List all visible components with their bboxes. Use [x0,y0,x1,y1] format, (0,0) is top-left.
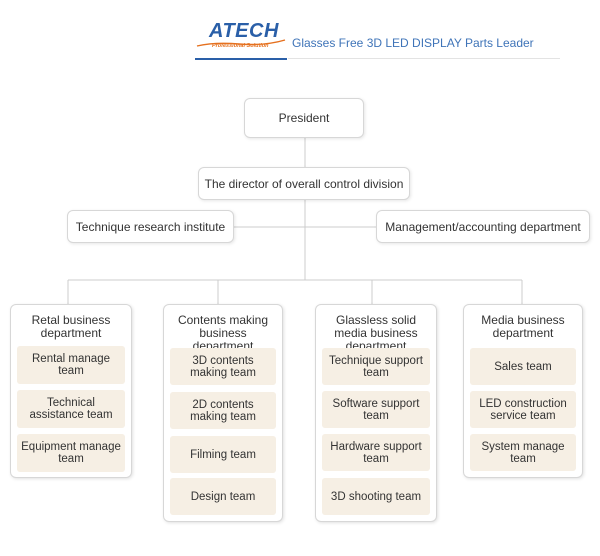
team-led-construction: LED construction service team [470,391,576,428]
department-glassless-media: Glassless solid media business departmen… [315,304,437,522]
team-software-support: Software support team [322,391,430,428]
department-rental: Retal business department Rental manage … [10,304,132,478]
department-title: Media business department [481,313,565,340]
director-label: The director of overall control division [204,176,404,191]
department-title: Contents making business department [177,313,269,353]
technique-institute-box: Technique research institute [67,210,234,243]
team-equipment-manage: Equipment manage team [17,434,125,472]
atech-logo: ATECH Professional Solution [195,18,287,60]
department-media-business: Media business department Sales team LED… [463,304,583,478]
team-technique-support: Technique support team [322,348,430,385]
team-sales: Sales team [470,348,576,385]
technique-institute-label: Technique research institute [75,219,226,234]
president-box: President [244,98,364,138]
team-filming: Filming team [170,436,276,473]
team-hardware-support: Hardware support team [322,434,430,471]
logo-wordmark: ATECH [209,20,279,42]
team-3d-shooting: 3D shooting team [322,478,430,515]
team-3d-contents: 3D contents making team [170,348,276,385]
team-design: Design team [170,478,276,515]
team-technical-assistance: Technical assistance team [17,390,125,428]
department-contents-making: Contents making business department 3D c… [163,304,283,522]
management-dept-label: Management/accounting department [385,219,581,234]
president-label: President [278,111,330,125]
logo-subtext: Professional Solution [212,43,269,49]
team-2d-contents: 2D contents making team [170,392,276,429]
director-box: The director of overall control division [198,167,410,200]
management-dept-box: Management/accounting department [376,210,590,243]
team-rental-manage: Rental manage team [17,346,125,384]
team-system-manage: System manage team [470,434,576,471]
logo-swoosh-icon [196,39,286,47]
header-divider [288,58,560,59]
department-title: Retal business department [31,313,111,340]
tagline: Glasses Free 3D LED DISPLAY Parts Leader [292,36,534,50]
